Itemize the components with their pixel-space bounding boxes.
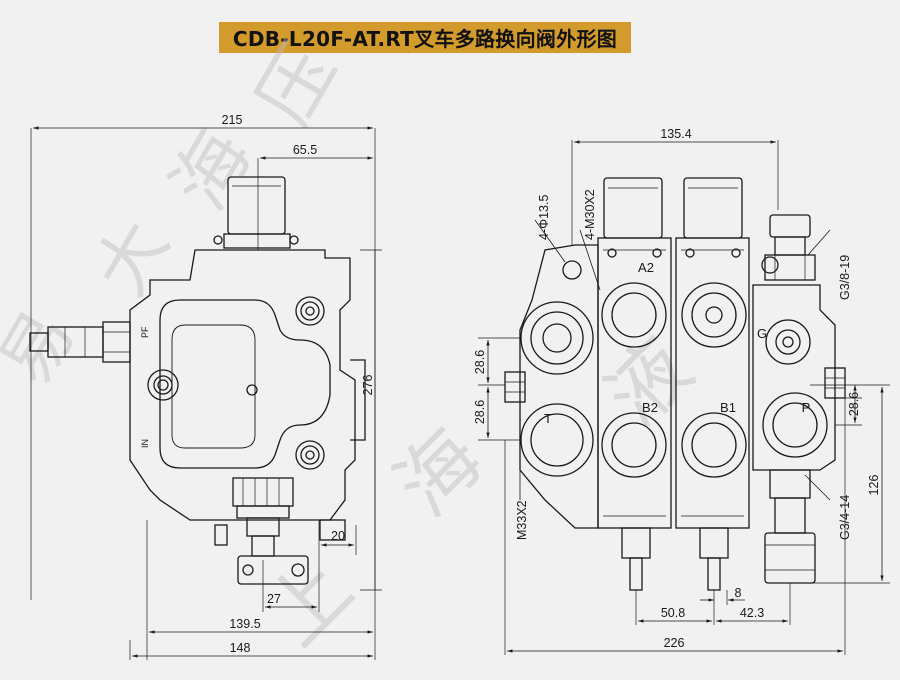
left-view-labels: 215 65.5 276 20 27 139.5 148 PF IN	[140, 113, 375, 655]
dim-height: 276	[361, 375, 375, 396]
port-label-p: P	[802, 400, 811, 415]
dim-left-lower: 28.6	[473, 400, 487, 424]
port-label-t: T	[544, 411, 552, 426]
dim-overall-width: 215	[222, 113, 243, 127]
dim-top-offset: 65.5	[293, 143, 317, 157]
dim-bottom-total: 148	[230, 641, 251, 655]
dim-bottom-thread: M33X2	[515, 500, 529, 540]
dim-small-gap: 8	[735, 586, 742, 600]
drawing-title: CDB-L20F-AT.RT叉车多路换向阀外形图	[219, 22, 631, 53]
port-label-b1: B1	[720, 400, 736, 415]
dim-bottom-b: 42.3	[740, 606, 764, 620]
watermark-char: 上	[248, 541, 370, 663]
dim-left-upper: 28.6	[473, 350, 487, 374]
dim-right-side: 28.6	[847, 392, 861, 416]
port-label-a2: A2	[638, 260, 654, 275]
dim-bottom-mid: 139.5	[229, 617, 260, 631]
dim-right-thread-bottom: G3/4-14	[838, 495, 852, 540]
dim-right-thread-top: G3/8-19	[838, 255, 852, 300]
watermark-char: 易	[0, 297, 90, 399]
port-label-in: IN	[140, 439, 150, 448]
right-front-view	[478, 140, 890, 655]
watermark-char: 压	[239, 30, 353, 139]
dim-thread-spec: 4-M30X2	[583, 189, 597, 240]
watermark: 易 大 海 压 上 海 液	[0, 30, 710, 663]
left-side-view	[29, 126, 382, 660]
dim-hole-spec: 4-Φ13.5	[537, 195, 551, 240]
dim-small-offset: 20	[331, 529, 345, 543]
port-label-pf: PF	[140, 326, 150, 338]
dim-bottom-total-right: 226	[664, 636, 685, 650]
watermark-char: 海	[378, 411, 500, 533]
dim-top-width: 135.4	[660, 127, 691, 141]
dim-bottom-a: 50.8	[661, 606, 685, 620]
port-label-g: G	[757, 326, 767, 341]
right-view-labels: 135.4 4-Φ13.5 4-M30X2 28.6 28.6 M33X2 G3…	[473, 127, 881, 650]
watermark-char: 大	[79, 207, 185, 309]
dim-bottom-small: 27	[267, 592, 281, 606]
watermark-char: 海	[154, 115, 268, 224]
watermark-char: 液	[588, 321, 710, 443]
dim-right-height: 126	[867, 475, 881, 496]
port-label-b2: B2	[642, 400, 658, 415]
